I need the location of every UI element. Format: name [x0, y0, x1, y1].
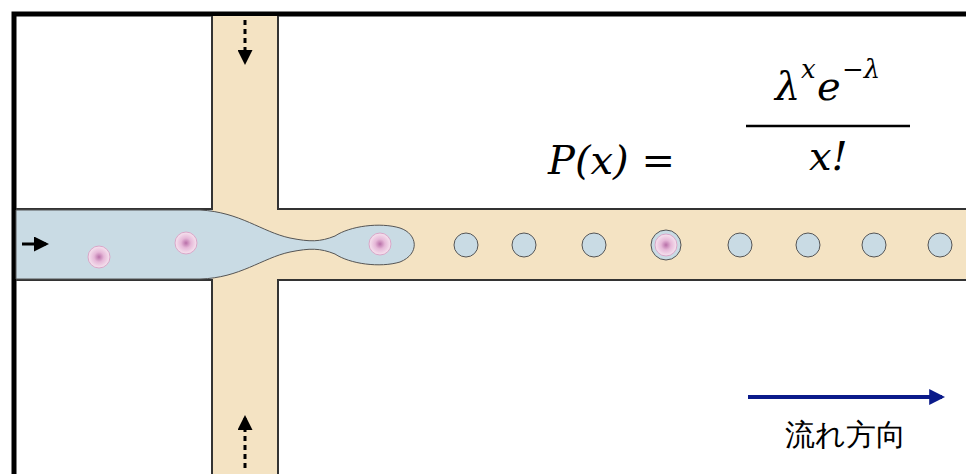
formula-text: x: [801, 56, 816, 82]
droplet: [454, 233, 478, 257]
formula-text: −λ: [842, 56, 880, 82]
droplet: [796, 233, 820, 257]
formula-text: λ: [775, 66, 800, 106]
droplet: [651, 230, 681, 260]
droplet: [728, 233, 752, 257]
formula-text: P(x) =: [548, 140, 675, 180]
formula-text: x!: [809, 136, 848, 176]
formula-text: e: [817, 66, 841, 106]
droplet: [582, 233, 606, 257]
flow-arrow: [748, 395, 942, 399]
inlet-arrow: [22, 243, 46, 246]
droplet: [512, 233, 536, 257]
cell: [369, 233, 391, 255]
fraction-bar: [746, 125, 910, 128]
cell: [88, 246, 110, 268]
flow-direction-label: 流れ方向: [785, 420, 906, 450]
droplet: [928, 233, 952, 257]
oil-inlet-arrow: [244, 20, 247, 62]
droplets: [454, 230, 952, 260]
cell: [175, 232, 197, 254]
cell: [655, 234, 677, 256]
cells: [88, 232, 677, 268]
chip-frame: [14, 14, 966, 474]
oil-inlet-arrow: [244, 418, 247, 468]
droplet: [862, 233, 886, 257]
aqueous-stream: [16, 210, 414, 279]
